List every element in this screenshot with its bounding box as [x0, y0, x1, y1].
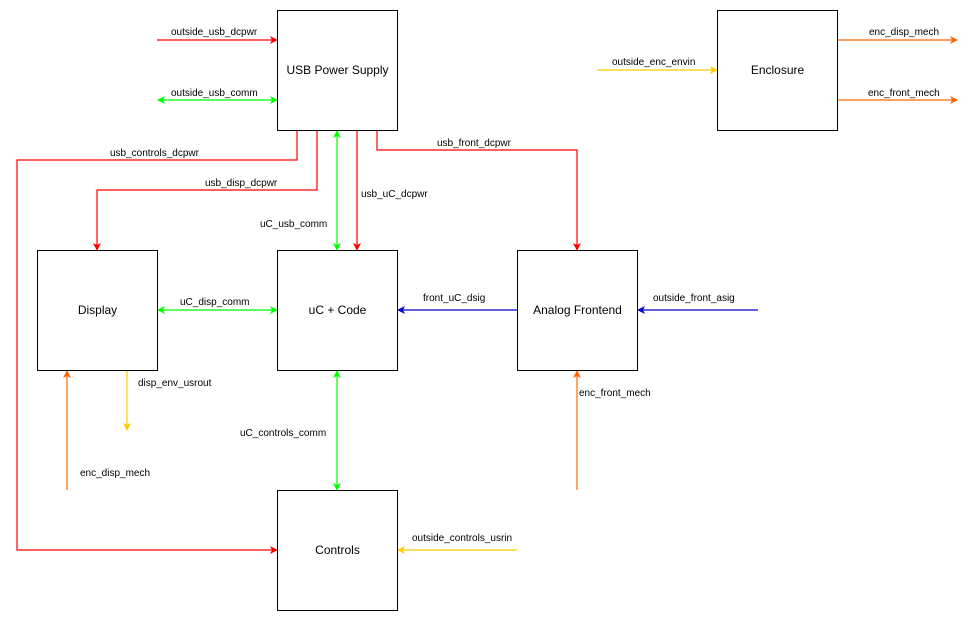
label-uc-disp-comm: uC_disp_comm	[180, 297, 249, 308]
block-label: Analog Frontend	[533, 303, 622, 317]
label-uc-controls-comm: uC_controls_comm	[240, 428, 326, 439]
block-uc-code[interactable]: uC + Code	[277, 250, 398, 371]
label-usb-disp-dcpwr: usb_disp_dcpwr	[205, 178, 278, 189]
label-usb-uc-dcpwr: usb_uC_dcpwr	[361, 189, 428, 200]
edge-usb-disp-dcpwr[interactable]	[93, 130, 318, 251]
label-usb-controls-dcpwr: usb_controls_dcpwr	[110, 148, 200, 159]
block-label: Enclosure	[751, 63, 805, 77]
label-outside-usb-dcpwr: outside_usb_dcpwr	[171, 27, 258, 38]
label-enc-disp-mech-out: enc_disp_mech	[869, 27, 939, 38]
label-uc-usb-comm: uC_usb_comm	[260, 219, 327, 230]
block-display[interactable]: Display	[37, 250, 158, 371]
block-enclosure[interactable]: Enclosure	[717, 10, 838, 131]
edge-usb-controls-dcpwr[interactable]	[16, 130, 298, 554]
label-usb-front-dcpwr: usb_front_dcpwr	[437, 138, 512, 149]
block-analog-frontend[interactable]: Analog Frontend	[517, 250, 638, 371]
label-enc-front-mech-in: enc_front_mech	[579, 388, 651, 399]
label-outside-controls-usrin: outside_controls_usrin	[412, 533, 512, 544]
label-outside-enc-envin: outside_enc_envin	[612, 57, 695, 68]
label-enc-disp-mech-in: enc_disp_mech	[80, 468, 150, 479]
label-disp-env-usrout: disp_env_usrout	[138, 378, 212, 389]
block-label: uC + Code	[309, 303, 367, 317]
block-label: USB Power Supply	[286, 63, 388, 77]
label-front-uc-dsig: front_uC_dsig	[423, 293, 485, 304]
label-enc-front-mech-out: enc_front_mech	[868, 88, 940, 99]
label-outside-front-asig: outside_front_asig	[653, 293, 735, 304]
edge-usb-front-dcpwr[interactable]	[376, 130, 581, 251]
block-usb-power-supply[interactable]: USB Power Supply	[277, 10, 398, 131]
block-label: Display	[78, 303, 117, 317]
label-outside-usb-comm: outside_usb_comm	[171, 88, 258, 99]
block-controls[interactable]: Controls	[277, 490, 398, 611]
block-label: Controls	[315, 543, 360, 557]
